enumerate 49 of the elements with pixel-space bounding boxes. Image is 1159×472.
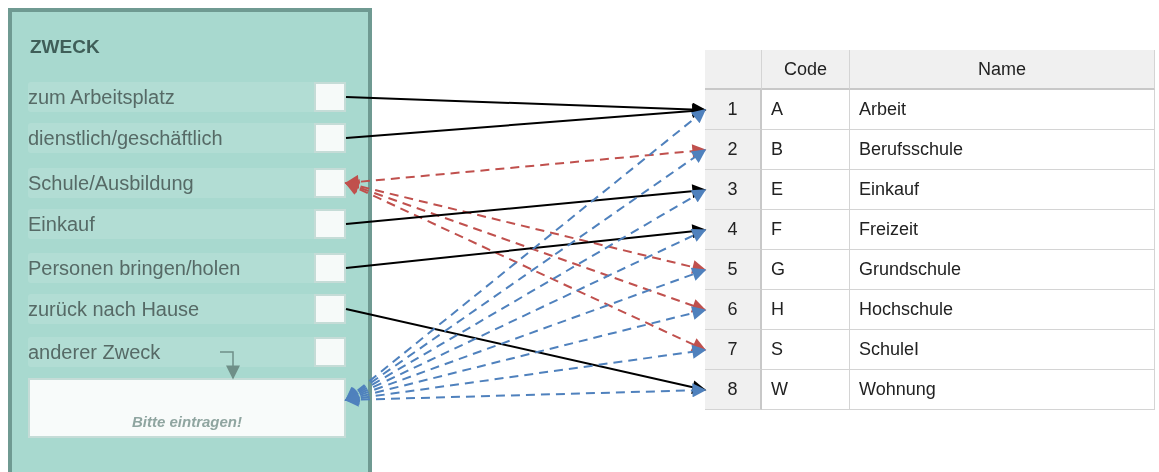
checkbox-option	[28, 294, 346, 324]
checkbox-option	[28, 209, 346, 239]
input-field: Bitte eintragen!	[28, 378, 346, 438]
name-cell: Berufsschule	[850, 130, 1155, 170]
column-header: Name	[850, 50, 1155, 90]
code-cell: S	[762, 330, 850, 370]
double-headed-arrow	[344, 383, 707, 407]
row-number-cell: 6	[705, 290, 762, 330]
row-number-cell: 7	[705, 330, 762, 370]
name-cell: Grundschule	[850, 250, 1155, 290]
row-number-cell: 2	[705, 130, 762, 170]
checkbox-option	[28, 253, 346, 283]
code-cell: E	[762, 170, 850, 210]
row-number-cell: 4	[705, 210, 762, 250]
option-label: dienstlich/geschäftlich	[28, 126, 223, 150]
name-cell: Wohnung	[850, 370, 1155, 410]
option-label: zum Arbeitsplatz	[28, 85, 175, 109]
row-number-cell: 3	[705, 170, 762, 210]
name-cell: Hochschule	[850, 290, 1155, 330]
option-label: zurück nach Hause	[28, 297, 200, 321]
checkbox-option	[28, 123, 346, 153]
double-headed-arrow	[344, 144, 707, 189]
checkbox-option	[28, 337, 346, 367]
option-label: anderer Zweck	[28, 340, 161, 364]
checkbox-option	[28, 168, 346, 198]
panel-heading: ZWECK	[30, 36, 100, 58]
code-cell: F	[762, 210, 850, 250]
name-cell: Freizeit	[850, 210, 1155, 250]
arrow	[219, 351, 240, 380]
code-cell: H	[762, 290, 850, 330]
double-headed-arrow	[344, 181, 707, 352]
row-number-cell: 1	[705, 90, 762, 130]
option-label: Einkauf	[28, 212, 95, 236]
name-cell: Arbeit	[850, 90, 1155, 130]
code-cell: W	[762, 370, 850, 410]
code-cell: G	[762, 250, 850, 290]
name-cell: SchuleI	[850, 330, 1155, 370]
arrow	[345, 104, 707, 139]
row-number-cell: 8	[705, 370, 762, 410]
checkbox-option	[28, 82, 346, 112]
row-number-cell: 5	[705, 250, 762, 290]
code-cell: B	[762, 130, 850, 170]
option-label: Schule/Ausbildung	[28, 171, 194, 195]
column-header: Code	[762, 50, 850, 90]
code-cell: A	[762, 90, 850, 130]
arrow	[345, 96, 707, 117]
name-cell: Einkauf	[850, 170, 1155, 210]
option-label: Personen bringen/holen	[28, 256, 241, 280]
form-panel	[8, 8, 372, 472]
